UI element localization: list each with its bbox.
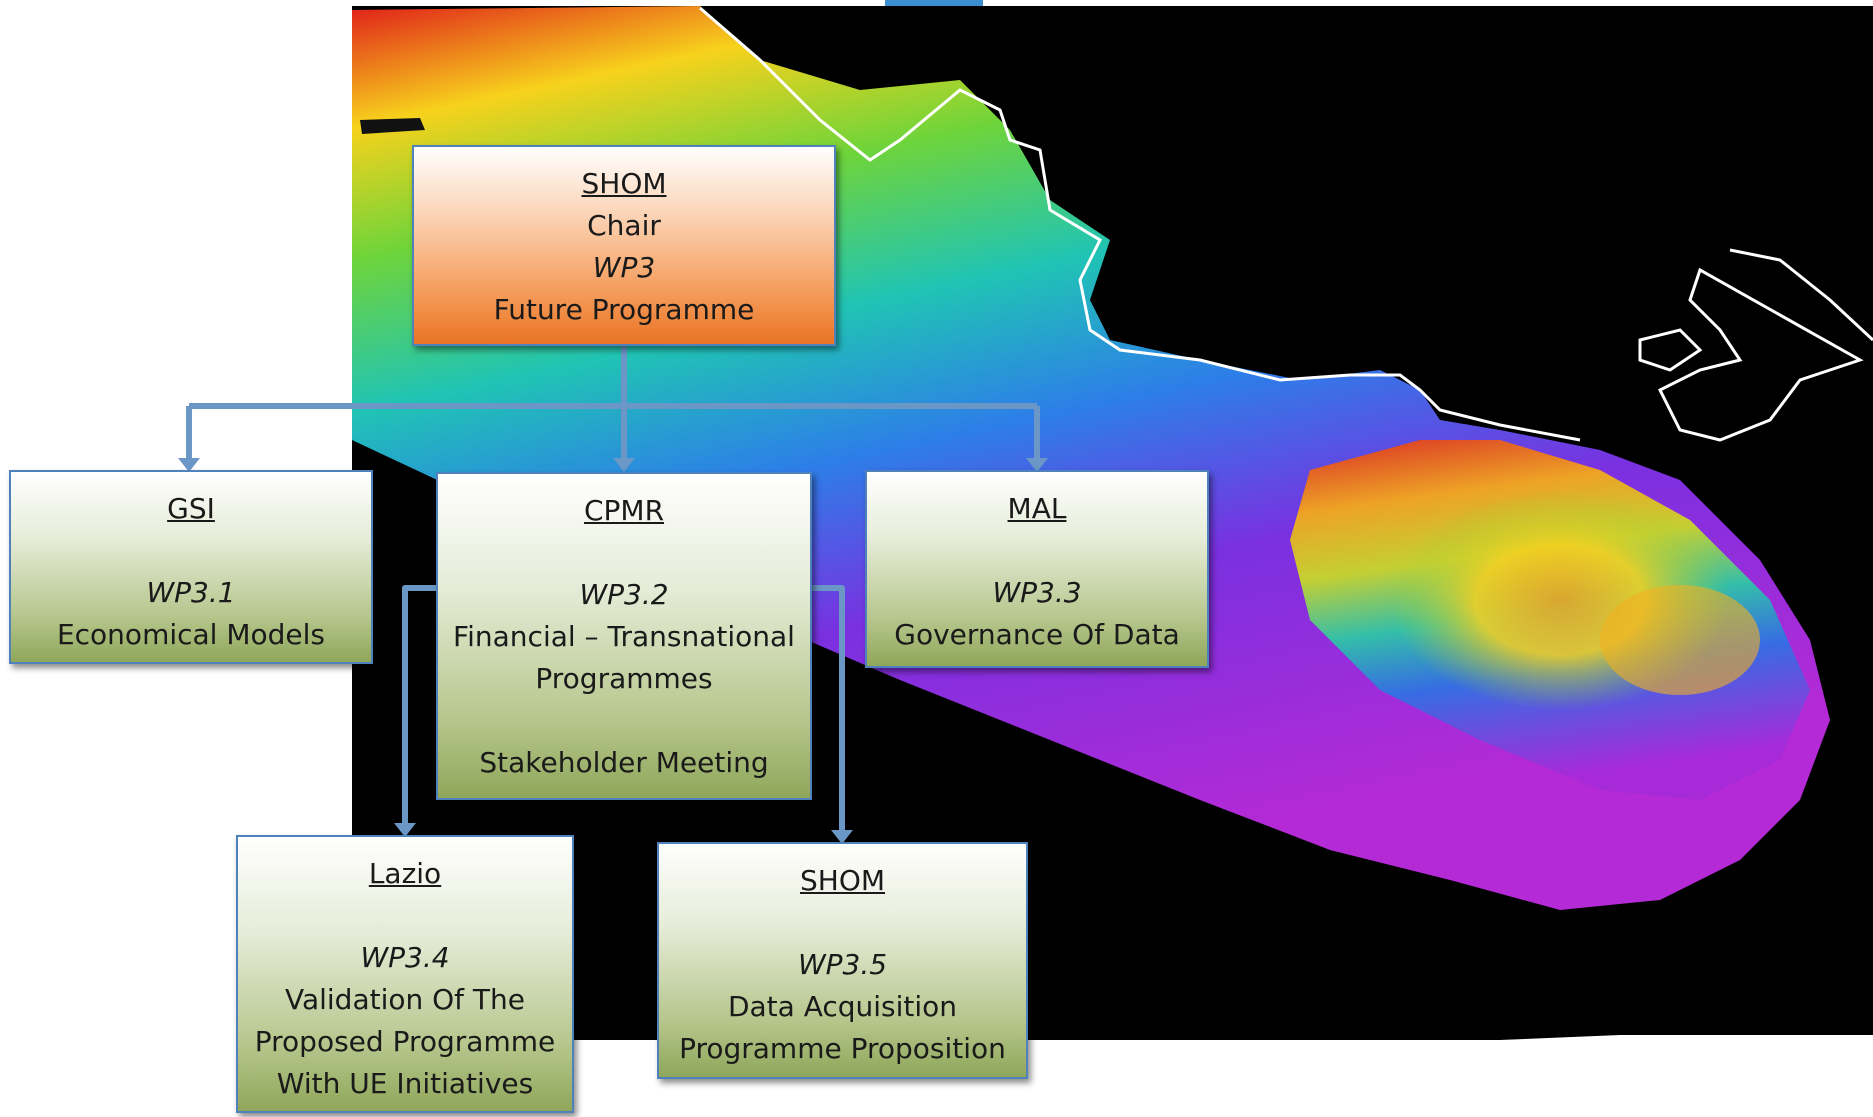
wp-id-label: WP3.3 [992, 576, 1082, 609]
wp-desc-line: Financial – Transnational [453, 620, 795, 653]
wp-org-label: CPMR [583, 494, 665, 527]
wp-desc-line: Data Acquisition [727, 990, 958, 1023]
wp-id-label: WP3.5 [797, 948, 888, 981]
wp-box-gsi: GSI WP3.1 Economical Models [9, 470, 373, 664]
relief-shadow [360, 118, 425, 134]
wp-box-lazio: Lazio WP3.4 Validation Of The Proposed P… [236, 835, 574, 1113]
coastline-peninsula [1638, 248, 1873, 442]
relief-hill [1600, 585, 1760, 695]
wp-desc-line: Programme Proposition [679, 1032, 1006, 1065]
wp-box-mal: MAL WP3.3 Governance Of Data [865, 470, 1209, 668]
wp-desc-line: Validation Of The [284, 983, 526, 1016]
wp-org-label: SHOM [799, 864, 886, 897]
wp-org-label: Lazio [368, 857, 442, 890]
wp-org-label: GSI [167, 492, 215, 525]
wp-desc-line: With UE Initiatives [276, 1067, 534, 1100]
coastline [699, 6, 1581, 442]
wp-id-label: WP3.2 [579, 578, 669, 611]
wp-extra-line: Stakeholder Meeting [479, 746, 769, 779]
chair-wp-label: WP3 [592, 251, 656, 284]
wp-box-shom-wp35: SHOM WP3.5 Data Acquisition Programme Pr… [657, 842, 1028, 1079]
wp-desc-line: Governance Of Data [894, 618, 1180, 651]
chair-org-label: SHOM [581, 167, 667, 200]
wp-org-label: MAL [1007, 492, 1067, 525]
wp-box-cpmr: CPMR WP3.2 Financial – Transnational Pro… [436, 472, 812, 800]
wp-id-label: WP3.1 [146, 576, 236, 609]
chair-title-label: Future Programme [493, 293, 755, 326]
chair-box: SHOM Chair WP3 Future Programme [412, 145, 836, 346]
chair-role-label: Chair [587, 209, 661, 242]
wp-id-label: WP3.4 [360, 941, 450, 974]
wp-desc-line: Economical Models [56, 618, 326, 651]
wp-desc-line: Proposed Programme [254, 1025, 556, 1058]
top-accent-bar [885, 0, 983, 6]
wp-desc-line: Programmes [535, 662, 713, 695]
